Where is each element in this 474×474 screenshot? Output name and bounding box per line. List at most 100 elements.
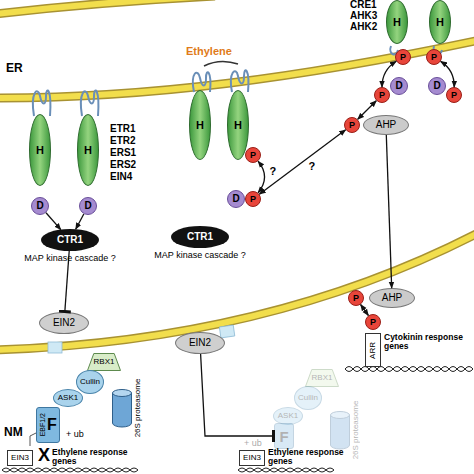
cylinder-shape bbox=[112, 389, 132, 427]
node-text: Cullin bbox=[298, 394, 318, 402]
phosphate-circle: P bbox=[446, 87, 462, 103]
node-text: ARR bbox=[369, 342, 377, 359]
node-text: P bbox=[250, 151, 256, 160]
histidine-kinase-domain: H bbox=[386, 0, 408, 44]
node-text: ASK1 bbox=[278, 412, 298, 420]
node-text: P bbox=[379, 91, 385, 100]
text-label: CRE1 bbox=[350, 0, 384, 11]
arrow-connector bbox=[46, 213, 61, 230]
dna-strand bbox=[345, 367, 473, 372]
transmembrane-loops bbox=[193, 72, 211, 92]
node-text: H bbox=[393, 17, 401, 28]
node-text: P bbox=[250, 195, 256, 204]
receiver-domain: D bbox=[428, 77, 446, 95]
phosphate-circle: P bbox=[245, 191, 261, 207]
ahp-protein: AHP bbox=[369, 288, 415, 308]
node-text: H bbox=[436, 17, 444, 28]
phosphate-circle: P bbox=[245, 147, 261, 163]
text-label: Cytokinin response genes bbox=[384, 333, 472, 351]
node-text: D bbox=[395, 81, 402, 91]
phosphate-circle: P bbox=[395, 49, 411, 65]
proteasome-cylinder: 26S proteasome bbox=[330, 411, 350, 449]
arrow-connector bbox=[361, 305, 369, 316]
cullin-subunit: Cullin bbox=[76, 370, 104, 394]
ein3-box: EIN3 bbox=[7, 450, 33, 466]
cylinder-body bbox=[331, 415, 350, 449]
text-label: + ub bbox=[244, 439, 268, 448]
node-text: CTR1 bbox=[187, 232, 213, 242]
node-text: 26S proteasome bbox=[134, 379, 142, 438]
node-text: P bbox=[451, 91, 457, 100]
node-text: EIN2 bbox=[189, 338, 211, 348]
cullin-subunit: Cullin bbox=[294, 386, 322, 410]
dna-strand bbox=[2, 468, 138, 472]
arrow-connector bbox=[386, 135, 391, 288]
receiver-domain: D bbox=[227, 190, 245, 208]
ein2-protein: EIN2 bbox=[39, 312, 89, 334]
text-label: Ethylene bbox=[186, 46, 246, 58]
ahp-protein: AHP bbox=[363, 115, 409, 135]
node-text: H bbox=[36, 145, 44, 156]
receiver-domain: D bbox=[79, 197, 97, 215]
node-text: AHP bbox=[382, 293, 403, 303]
histidine-kinase-domain: H bbox=[29, 114, 51, 186]
node-text: D bbox=[84, 201, 91, 211]
ctr1-kinase: CTR1 bbox=[171, 226, 229, 248]
arr-box: ARR bbox=[365, 333, 381, 367]
node-text: H bbox=[234, 120, 242, 131]
fbox-protein: F bbox=[274, 423, 294, 449]
nuclear-pore bbox=[219, 325, 234, 338]
cylinder-cap bbox=[331, 412, 350, 419]
nuclear-pore bbox=[48, 342, 62, 353]
inhibition-connector bbox=[201, 354, 274, 436]
histidine-kinase-domain: H bbox=[77, 114, 99, 186]
text-label: ERS2 bbox=[110, 160, 150, 171]
text-label: Ethylene response genes bbox=[52, 448, 132, 466]
edge-label: ? bbox=[270, 166, 277, 177]
transmembrane-loops bbox=[81, 91, 99, 116]
text-label: MAP kinase cascade ? bbox=[150, 251, 250, 260]
dna-strand bbox=[2, 468, 138, 472]
trapezoid-outline bbox=[306, 370, 339, 387]
node-text: ASK1 bbox=[58, 394, 78, 402]
node-text: P bbox=[370, 318, 376, 327]
node-text: EIN2 bbox=[53, 318, 75, 328]
transmembrane-loops bbox=[231, 70, 249, 92]
histidine-kinase-domain: H bbox=[189, 90, 211, 160]
node-text: D bbox=[232, 194, 239, 204]
phosphate-circle: P bbox=[426, 49, 442, 65]
fbox-protein: EBF1/2F bbox=[36, 407, 60, 443]
node-text: RBX1 bbox=[312, 374, 333, 382]
node-text: CTR1 bbox=[57, 235, 83, 245]
cylinder-shape bbox=[330, 411, 350, 449]
histidine-kinase-domain: H bbox=[429, 0, 451, 44]
edge-label: ? bbox=[309, 161, 316, 172]
arrow-connector bbox=[258, 161, 264, 193]
node-text: EIN3 bbox=[11, 454, 29, 462]
phosphate-circle: P bbox=[348, 290, 364, 306]
node-text: D bbox=[36, 201, 43, 211]
text-label: ER bbox=[6, 62, 36, 75]
node-text: P bbox=[400, 53, 406, 62]
receiver-domain: D bbox=[31, 197, 49, 215]
text-label: AHK3 bbox=[350, 11, 384, 22]
text-label: + ub bbox=[66, 430, 96, 439]
node-text: D bbox=[433, 81, 440, 91]
text-label: MAP kinase cascade ? bbox=[20, 254, 120, 263]
proteasome-cylinder: 26S proteasome bbox=[112, 389, 132, 427]
text-label: ETR2 bbox=[110, 136, 150, 147]
phosphate-circle: P bbox=[344, 117, 360, 133]
arrow-connector bbox=[76, 214, 84, 229]
arrow-connector bbox=[259, 130, 345, 194]
trapezoid-outline bbox=[88, 354, 121, 371]
ein3-box: EIN3 bbox=[239, 450, 265, 466]
text-label: EIN4 bbox=[110, 172, 150, 183]
text-label: X bbox=[36, 446, 52, 465]
plasma-membrane-edge bbox=[0, 0, 215, 14]
plasma-membrane bbox=[0, 0, 215, 14]
node-text: P bbox=[353, 294, 359, 303]
text-label: Ethylene response genes bbox=[268, 448, 348, 466]
node-text: RBX1 bbox=[94, 358, 115, 366]
rbx1-subunit: RBX1 bbox=[87, 353, 121, 371]
